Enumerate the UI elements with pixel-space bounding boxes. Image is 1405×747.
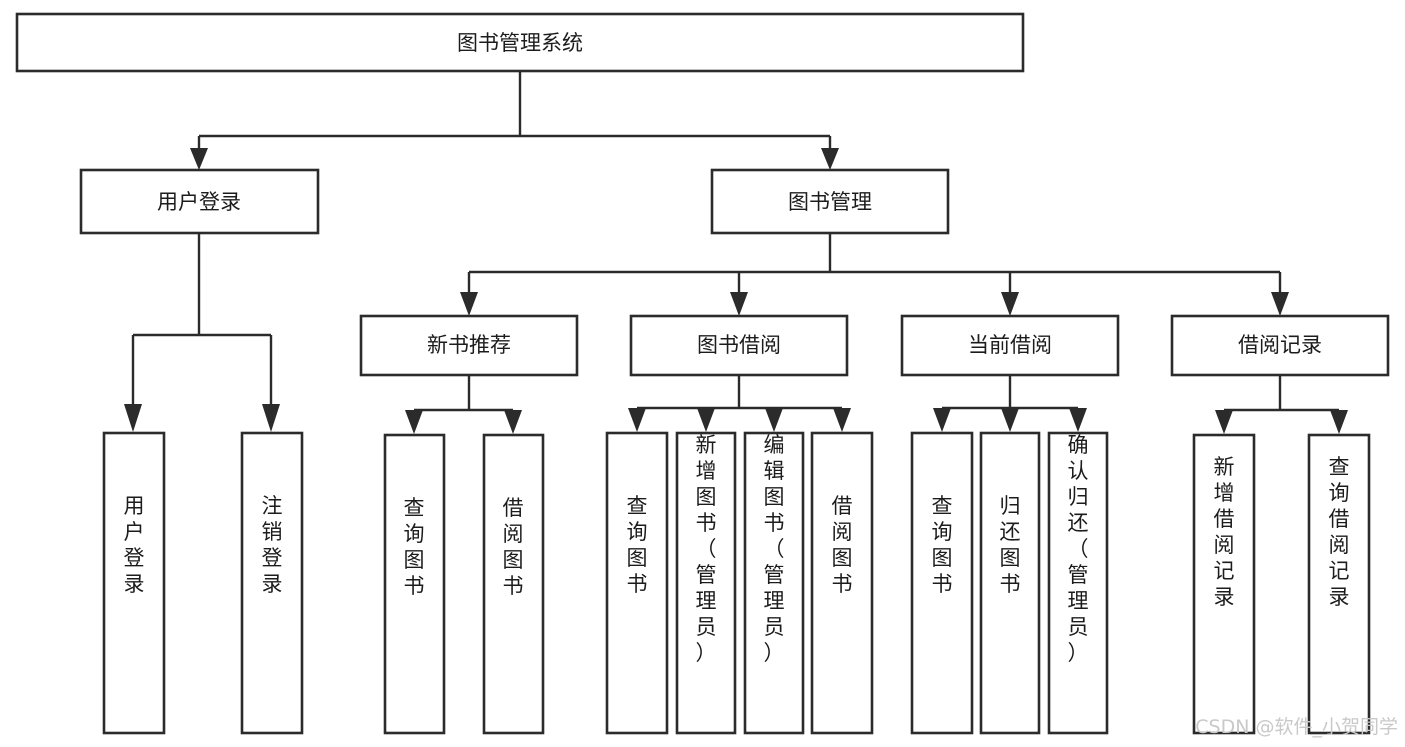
leaf-return-book[interactable]: 归还图书 — [979, 431, 1041, 735]
leaf-return-book-box[interactable] — [979, 431, 1041, 735]
leaf-add-record[interactable]: 新增借阅记录 — [1192, 433, 1256, 735]
leaf-query-book-3-label: 查询图书 — [932, 494, 953, 596]
node-new-book-recommend-box[interactable] — [359, 314, 579, 377]
arrowhead-new-book-recommend — [460, 292, 478, 316]
leaf-borrow-book-1[interactable]: 借阅图书 — [482, 433, 545, 735]
node-root[interactable]: 图书管理系统 — [15, 12, 1025, 73]
arrowhead-leaf-query-record — [1330, 410, 1348, 434]
arrowhead-leaf-borrow-book-2 — [833, 408, 851, 432]
leaf-user-logout-box[interactable] — [240, 431, 304, 735]
leaf-confirm-return[interactable]: 确认归还（管理员） — [1047, 431, 1109, 735]
arrowhead-leaf-add-record — [1215, 410, 1233, 434]
leaf-edit-book-box[interactable] — [743, 431, 805, 735]
node-new-book-recommend[interactable]: 新书推荐 — [359, 314, 579, 377]
leaf-query-book-1-label: 查询图书 — [404, 496, 425, 598]
node-book-manage-box[interactable] — [710, 168, 950, 235]
arrowhead-leaf-add-book — [697, 408, 715, 432]
arrowhead-leaf-borrow-book-1 — [504, 410, 522, 434]
arrowhead-book-borrow — [730, 292, 748, 316]
node-new-book-recommend-label: 新书推荐 — [427, 333, 511, 357]
node-borrow-record[interactable]: 借阅记录 — [1170, 314, 1390, 377]
arrowhead-leaf-user-logout — [262, 404, 280, 432]
node-current-borrow-box[interactable] — [900, 314, 1120, 377]
leaf-query-record-box[interactable] — [1307, 433, 1371, 735]
leaf-query-record-label: 查询借阅记录 — [1329, 455, 1350, 609]
leaf-return-book-label: 归还图书 — [1000, 494, 1021, 596]
arrowhead-leaf-confirm-return — [1069, 408, 1087, 432]
node-book-manage-label: 图书管理 — [788, 190, 872, 214]
node-root-box[interactable] — [15, 12, 1025, 73]
leaf-add-book[interactable]: 新增图书（管理员） — [675, 431, 737, 735]
arrowhead-current-borrow — [1001, 292, 1019, 316]
node-root-label: 图书管理系统 — [457, 31, 583, 55]
node-book-borrow-box[interactable] — [629, 314, 849, 377]
leaf-confirm-return-box[interactable] — [1047, 431, 1109, 735]
leaf-query-record[interactable]: 查询借阅记录 — [1307, 433, 1371, 735]
leaf-user-login-box[interactable] — [102, 431, 166, 735]
arrowhead-user-login — [190, 148, 208, 170]
leaf-query-book-3[interactable]: 查询图书 — [910, 431, 974, 735]
arrowhead-leaf-user-login — [124, 404, 142, 432]
leaf-add-record-label: 新增借阅记录 — [1214, 455, 1235, 609]
leaf-query-book-1-box[interactable] — [383, 433, 446, 735]
leaf-edit-book-label: 编辑图书（管理员） — [764, 433, 785, 665]
arrowhead-leaf-query-book-3 — [933, 408, 951, 432]
leaf-add-record-box[interactable] — [1192, 433, 1256, 735]
leaf-query-book-2-label: 查询图书 — [627, 494, 648, 596]
leaf-query-book-2-box[interactable] — [605, 431, 669, 735]
node-borrow-record-label: 借阅记录 — [1238, 333, 1322, 357]
node-current-borrow-label: 当前借阅 — [968, 333, 1052, 357]
leaf-user-login[interactable]: 用户登录 — [102, 431, 166, 735]
arrowhead-leaf-return-book — [1001, 408, 1019, 432]
node-book-borrow-label: 图书借阅 — [697, 333, 781, 357]
leaf-borrow-book-2-box[interactable] — [810, 431, 874, 735]
leaf-borrow-book-2-label: 借阅图书 — [832, 494, 853, 596]
node-user-login-label: 用户登录 — [157, 190, 241, 214]
arrowhead-borrow-record — [1271, 292, 1289, 316]
node-book-borrow[interactable]: 图书借阅 — [629, 314, 849, 377]
arrowhead-leaf-edit-book — [765, 408, 783, 432]
leaf-query-book-3-box[interactable] — [910, 431, 974, 735]
leaf-borrow-book-1-label: 借阅图书 — [503, 496, 524, 598]
arrowhead-leaf-query-book-2 — [628, 408, 646, 432]
leaf-query-book-2[interactable]: 查询图书 — [605, 431, 669, 735]
node-user-login[interactable]: 用户登录 — [79, 168, 320, 235]
leaf-confirm-return-label: 确认归还（管理员） — [1068, 433, 1089, 665]
leaf-borrow-book-2[interactable]: 借阅图书 — [810, 431, 874, 735]
node-current-borrow[interactable]: 当前借阅 — [900, 314, 1120, 377]
node-user-login-box[interactable] — [79, 168, 320, 235]
leaf-user-logout[interactable]: 注销登录 — [240, 431, 304, 735]
csdn-watermark: CSDN @软件_小贺同学 — [1195, 716, 1398, 738]
leaf-edit-book[interactable]: 编辑图书（管理员） — [743, 431, 805, 735]
leaf-add-book-label: 新增图书（管理员） — [696, 433, 717, 665]
arrowhead-leaf-query-book-1 — [405, 410, 423, 434]
node-borrow-record-box[interactable] — [1170, 314, 1390, 377]
arrowhead-book-manage — [821, 148, 839, 170]
connector-layer — [124, 71, 1348, 434]
leaf-user-logout-label: 注销登录 — [262, 494, 283, 596]
leaf-add-book-box[interactable] — [675, 431, 737, 735]
leaf-user-login-label: 用户登录 — [124, 494, 145, 596]
node-book-manage[interactable]: 图书管理 — [710, 168, 950, 235]
leaf-borrow-book-1-box[interactable] — [482, 433, 545, 735]
leaf-query-book-1[interactable]: 查询图书 — [383, 433, 446, 735]
